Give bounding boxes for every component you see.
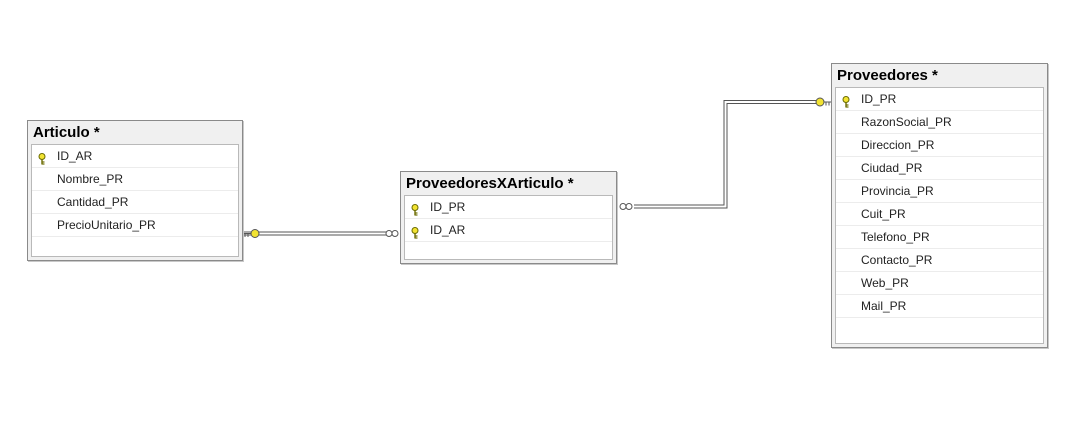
column-row[interactable]: RazonSocial_PR <box>836 111 1043 134</box>
column-name: Nombre_PR <box>57 172 124 186</box>
column-name: Telefono_PR <box>861 230 930 244</box>
column-name: PrecioUnitario_PR <box>57 218 156 232</box>
table-proveedores[interactable]: Proveedores * ID_PR RazonSocial_PR Direcci… <box>831 63 1048 348</box>
column-row[interactable]: Contacto_PR <box>836 249 1043 272</box>
column-row[interactable]: ID_PR <box>405 196 612 219</box>
primary-key-icon <box>410 201 420 216</box>
column-name: ID_PR <box>430 200 466 214</box>
column-row[interactable]: ID_AR <box>405 219 612 242</box>
key-end-icon <box>815 97 831 107</box>
table-title[interactable]: Proveedores * <box>837 67 938 84</box>
column-name: Ciudad_PR <box>861 161 923 175</box>
column-row[interactable]: Web_PR <box>836 272 1043 295</box>
column-name: Mail_PR <box>861 299 907 313</box>
table-title[interactable]: ProveedoresXArticulo * <box>406 175 574 192</box>
primary-key-icon <box>841 93 851 108</box>
column-name: RazonSocial_PR <box>861 115 952 129</box>
column-name: ID_PR <box>861 92 897 106</box>
key-end-icon <box>243 229 260 238</box>
infinity-end-icon <box>385 230 399 237</box>
column-name: Web_PR <box>861 276 909 290</box>
column-name: Cantidad_PR <box>57 195 129 209</box>
column-row[interactable]: Direccion_PR <box>836 134 1043 157</box>
table-proveedoresxarticulo[interactable]: ProveedoresXArticulo * ID_PR ID_AR <box>400 171 617 264</box>
column-row[interactable]: PrecioUnitario_PR <box>32 214 238 237</box>
column-list: ID_PR ID_AR <box>404 195 613 260</box>
column-name: ID_AR <box>57 149 93 163</box>
column-name: Cuit_PR <box>861 207 906 221</box>
column-name: Provincia_PR <box>861 184 934 198</box>
table-articulo[interactable]: Articulo * ID_AR Nombre_PR Cantidad_PR Prec… <box>27 120 243 261</box>
relationship-articulo-pxa[interactable] <box>243 229 399 238</box>
column-row[interactable]: Nombre_PR <box>32 168 238 191</box>
infinity-end-icon <box>619 203 633 210</box>
column-row[interactable]: Mail_PR <box>836 295 1043 318</box>
column-name: ID_AR <box>430 223 466 237</box>
table-title[interactable]: Articulo * <box>33 124 100 141</box>
column-row[interactable]: Ciudad_PR <box>836 157 1043 180</box>
relationship-proveedores-pxa[interactable] <box>619 97 831 210</box>
column-name: Direccion_PR <box>861 138 935 152</box>
column-list: ID_PR RazonSocial_PR Direccion_PR Ciudad_PR… <box>835 87 1044 344</box>
column-row[interactable]: Cantidad_PR <box>32 191 238 214</box>
column-name: Contacto_PR <box>861 253 933 267</box>
column-row[interactable]: Cuit_PR <box>836 203 1043 226</box>
column-list: ID_AR Nombre_PR Cantidad_PR PrecioUnitario_… <box>31 144 239 257</box>
primary-key-icon <box>37 150 47 165</box>
column-row[interactable]: ID_AR <box>32 145 238 168</box>
column-row[interactable]: ID_PR <box>836 88 1043 111</box>
primary-key-icon <box>410 224 420 239</box>
column-row[interactable]: Telefono_PR <box>836 226 1043 249</box>
column-row[interactable]: Provincia_PR <box>836 180 1043 203</box>
